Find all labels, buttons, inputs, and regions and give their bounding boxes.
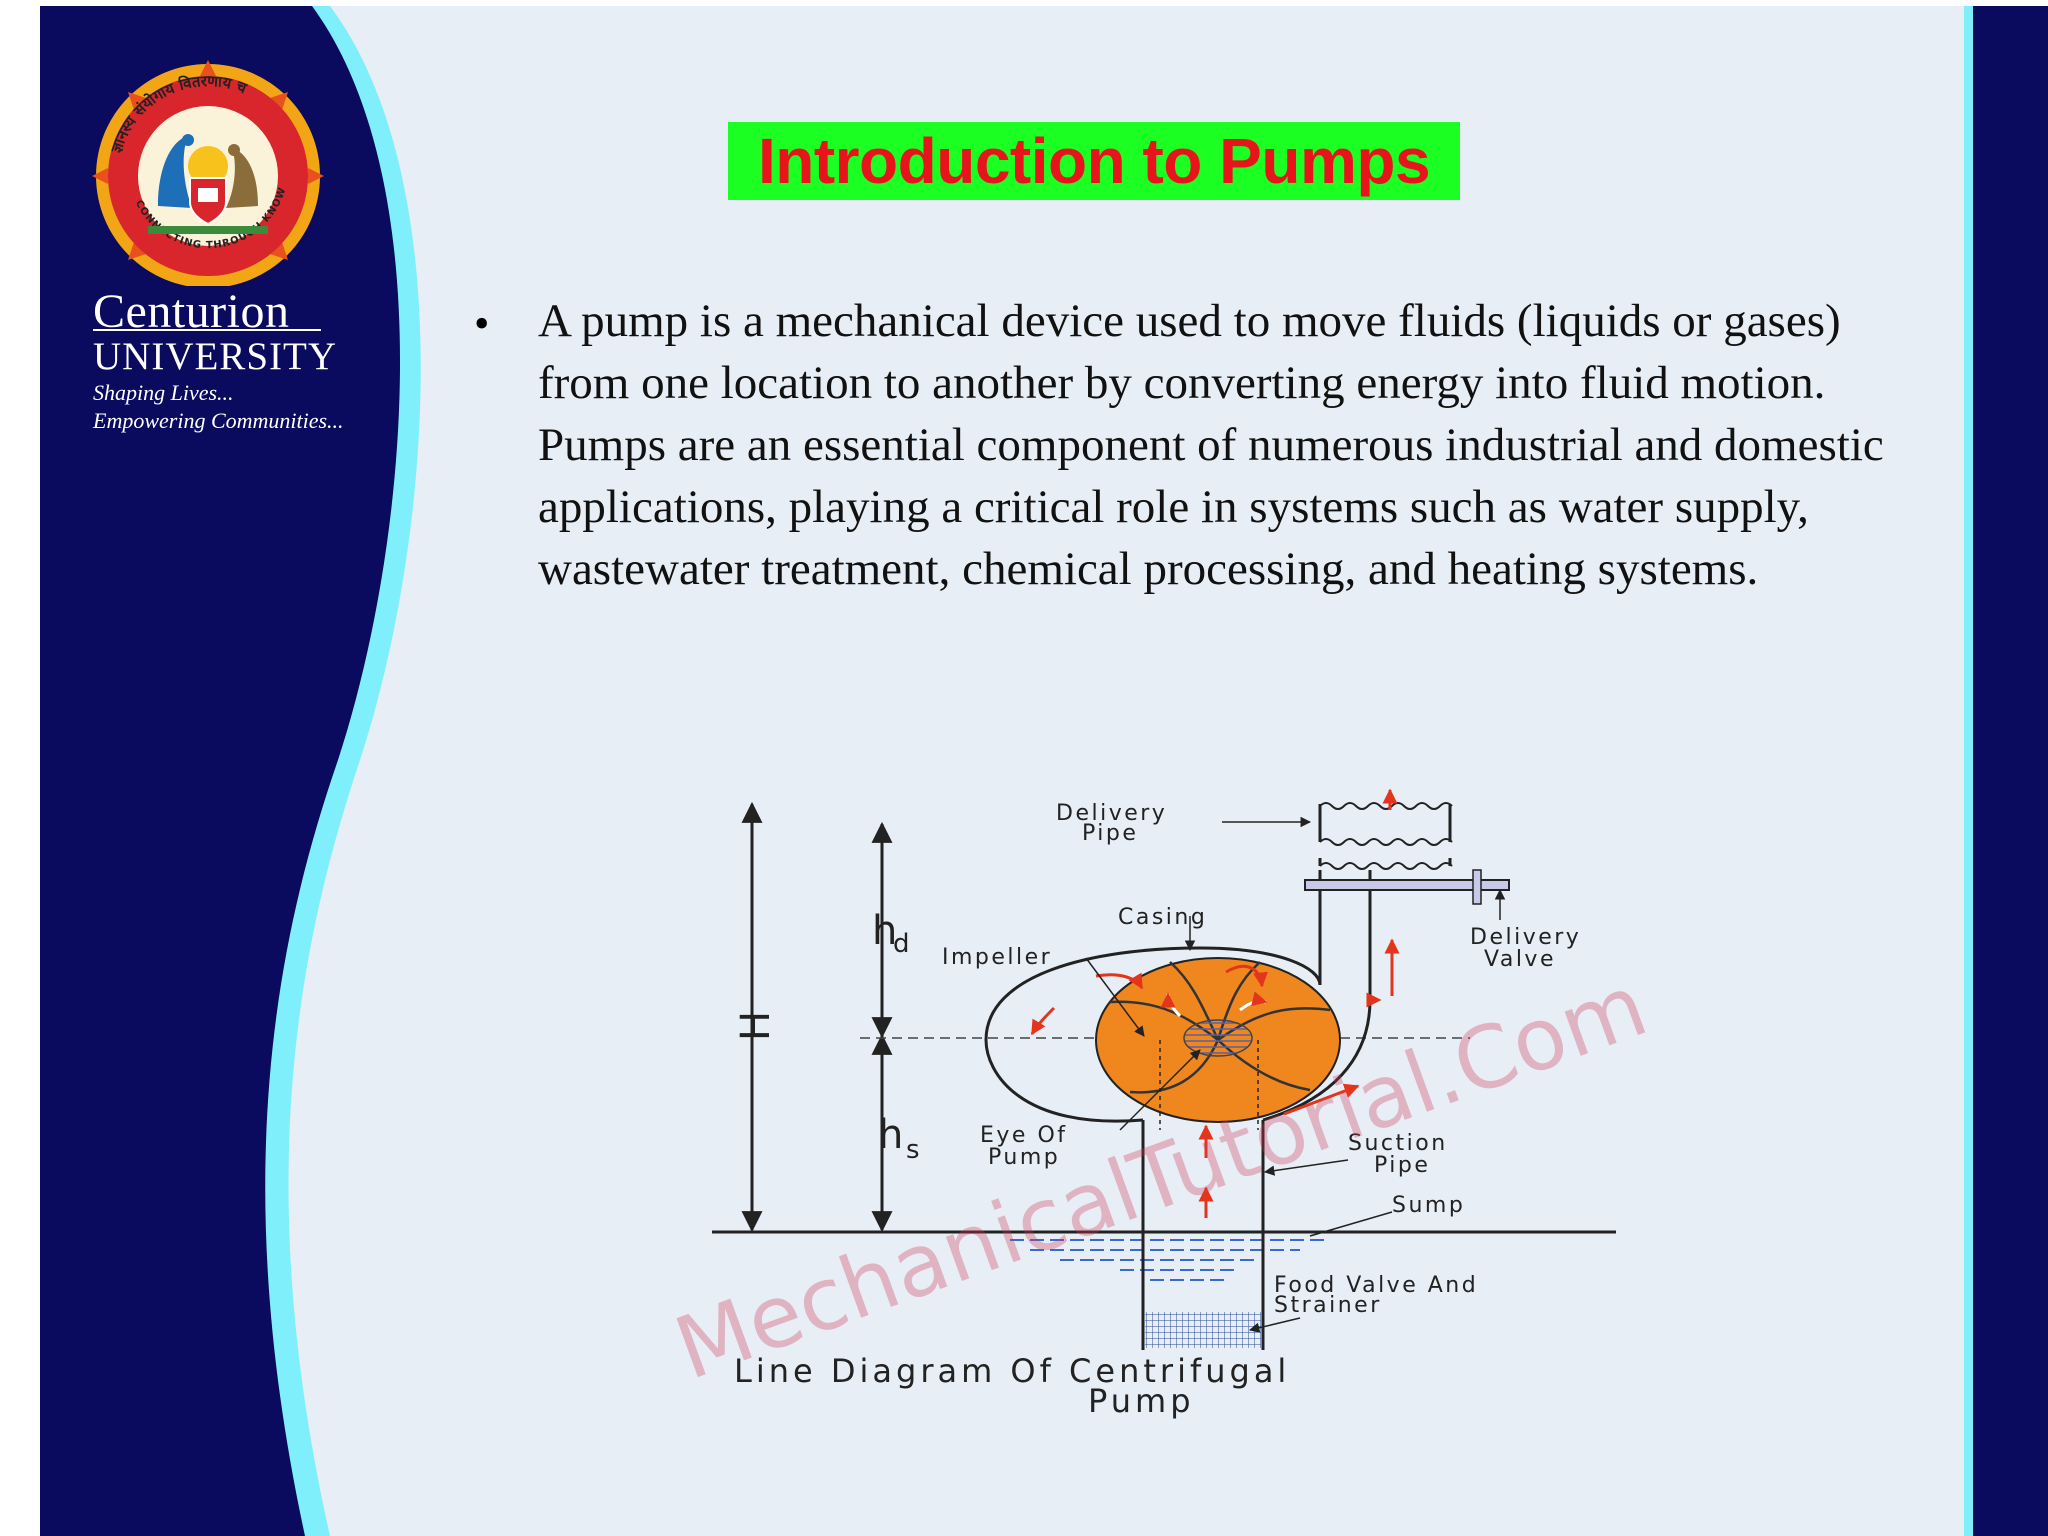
hs-label: h [878,1112,903,1158]
delivery-valve [1304,879,1510,891]
bullet-dot: • [474,299,490,348]
label-foot-valve-1: Food Valve And [1274,1273,1478,1298]
label-eye-2: Pump [988,1145,1060,1170]
label-eye-1: Eye Of [980,1123,1068,1148]
delivery-pipe-top [1318,804,1452,842]
slide-title: Introduction to Pumps [757,125,1431,197]
pump-casing [984,870,1322,1123]
leader-eye [1119,1049,1201,1131]
navy-sidebar [40,6,401,1536]
label-sump: Sump [1392,1193,1465,1218]
label-delivery-pipe-1: Delivery [1056,801,1167,826]
label-suction-2: Pipe [1374,1153,1430,1178]
university-logo: ज्ञानस्य संयोगाय वितरणाय च CONNECTING TH… [88,56,324,286]
label-delivery-pipe-2: Pipe [1082,821,1138,846]
hs-sub: s [906,1135,920,1165]
leader-strainer [1248,1317,1301,1333]
label-foot-valve-2: Strainer [1274,1293,1382,1318]
title-box: Introduction to Pumps [728,122,1460,200]
strainer [1145,1312,1261,1348]
sump-water [1010,1239,1330,1281]
flow-arrows [1030,938,1400,1218]
bullet-text: A pump is a mechanical device used to mo… [538,295,1884,595]
diagram-caption-1: Line Diagram Of Centrifugal [734,1352,1290,1390]
label-suction-1: Suction [1348,1131,1448,1156]
brand-tagline-1: Shaping Lives... [93,380,234,405]
brand-underline [93,329,321,331]
leader-suction [1263,1159,1349,1176]
label-impeller: Impeller [942,945,1052,970]
hd-sub: d [893,929,910,959]
eye-of-pump [1183,1019,1253,1057]
leader-sump [1309,1211,1393,1237]
right-strip [1973,6,2048,1536]
label-delivery-valve-1: Delivery [1470,925,1581,950]
label-casing: Casing [1118,905,1207,930]
leader-impeller [1085,957,1145,1037]
brand-tagline-2: Empowering Communities... [93,408,344,433]
H-label: H [733,1011,779,1041]
hd-label: h [872,908,897,954]
label-delivery-valve-2: Valve [1484,947,1556,972]
right-strip-edge [1964,6,1973,1536]
brand-university: UNIVERSITY [93,335,337,378]
diagram-caption-2: Pump [1088,1382,1195,1420]
